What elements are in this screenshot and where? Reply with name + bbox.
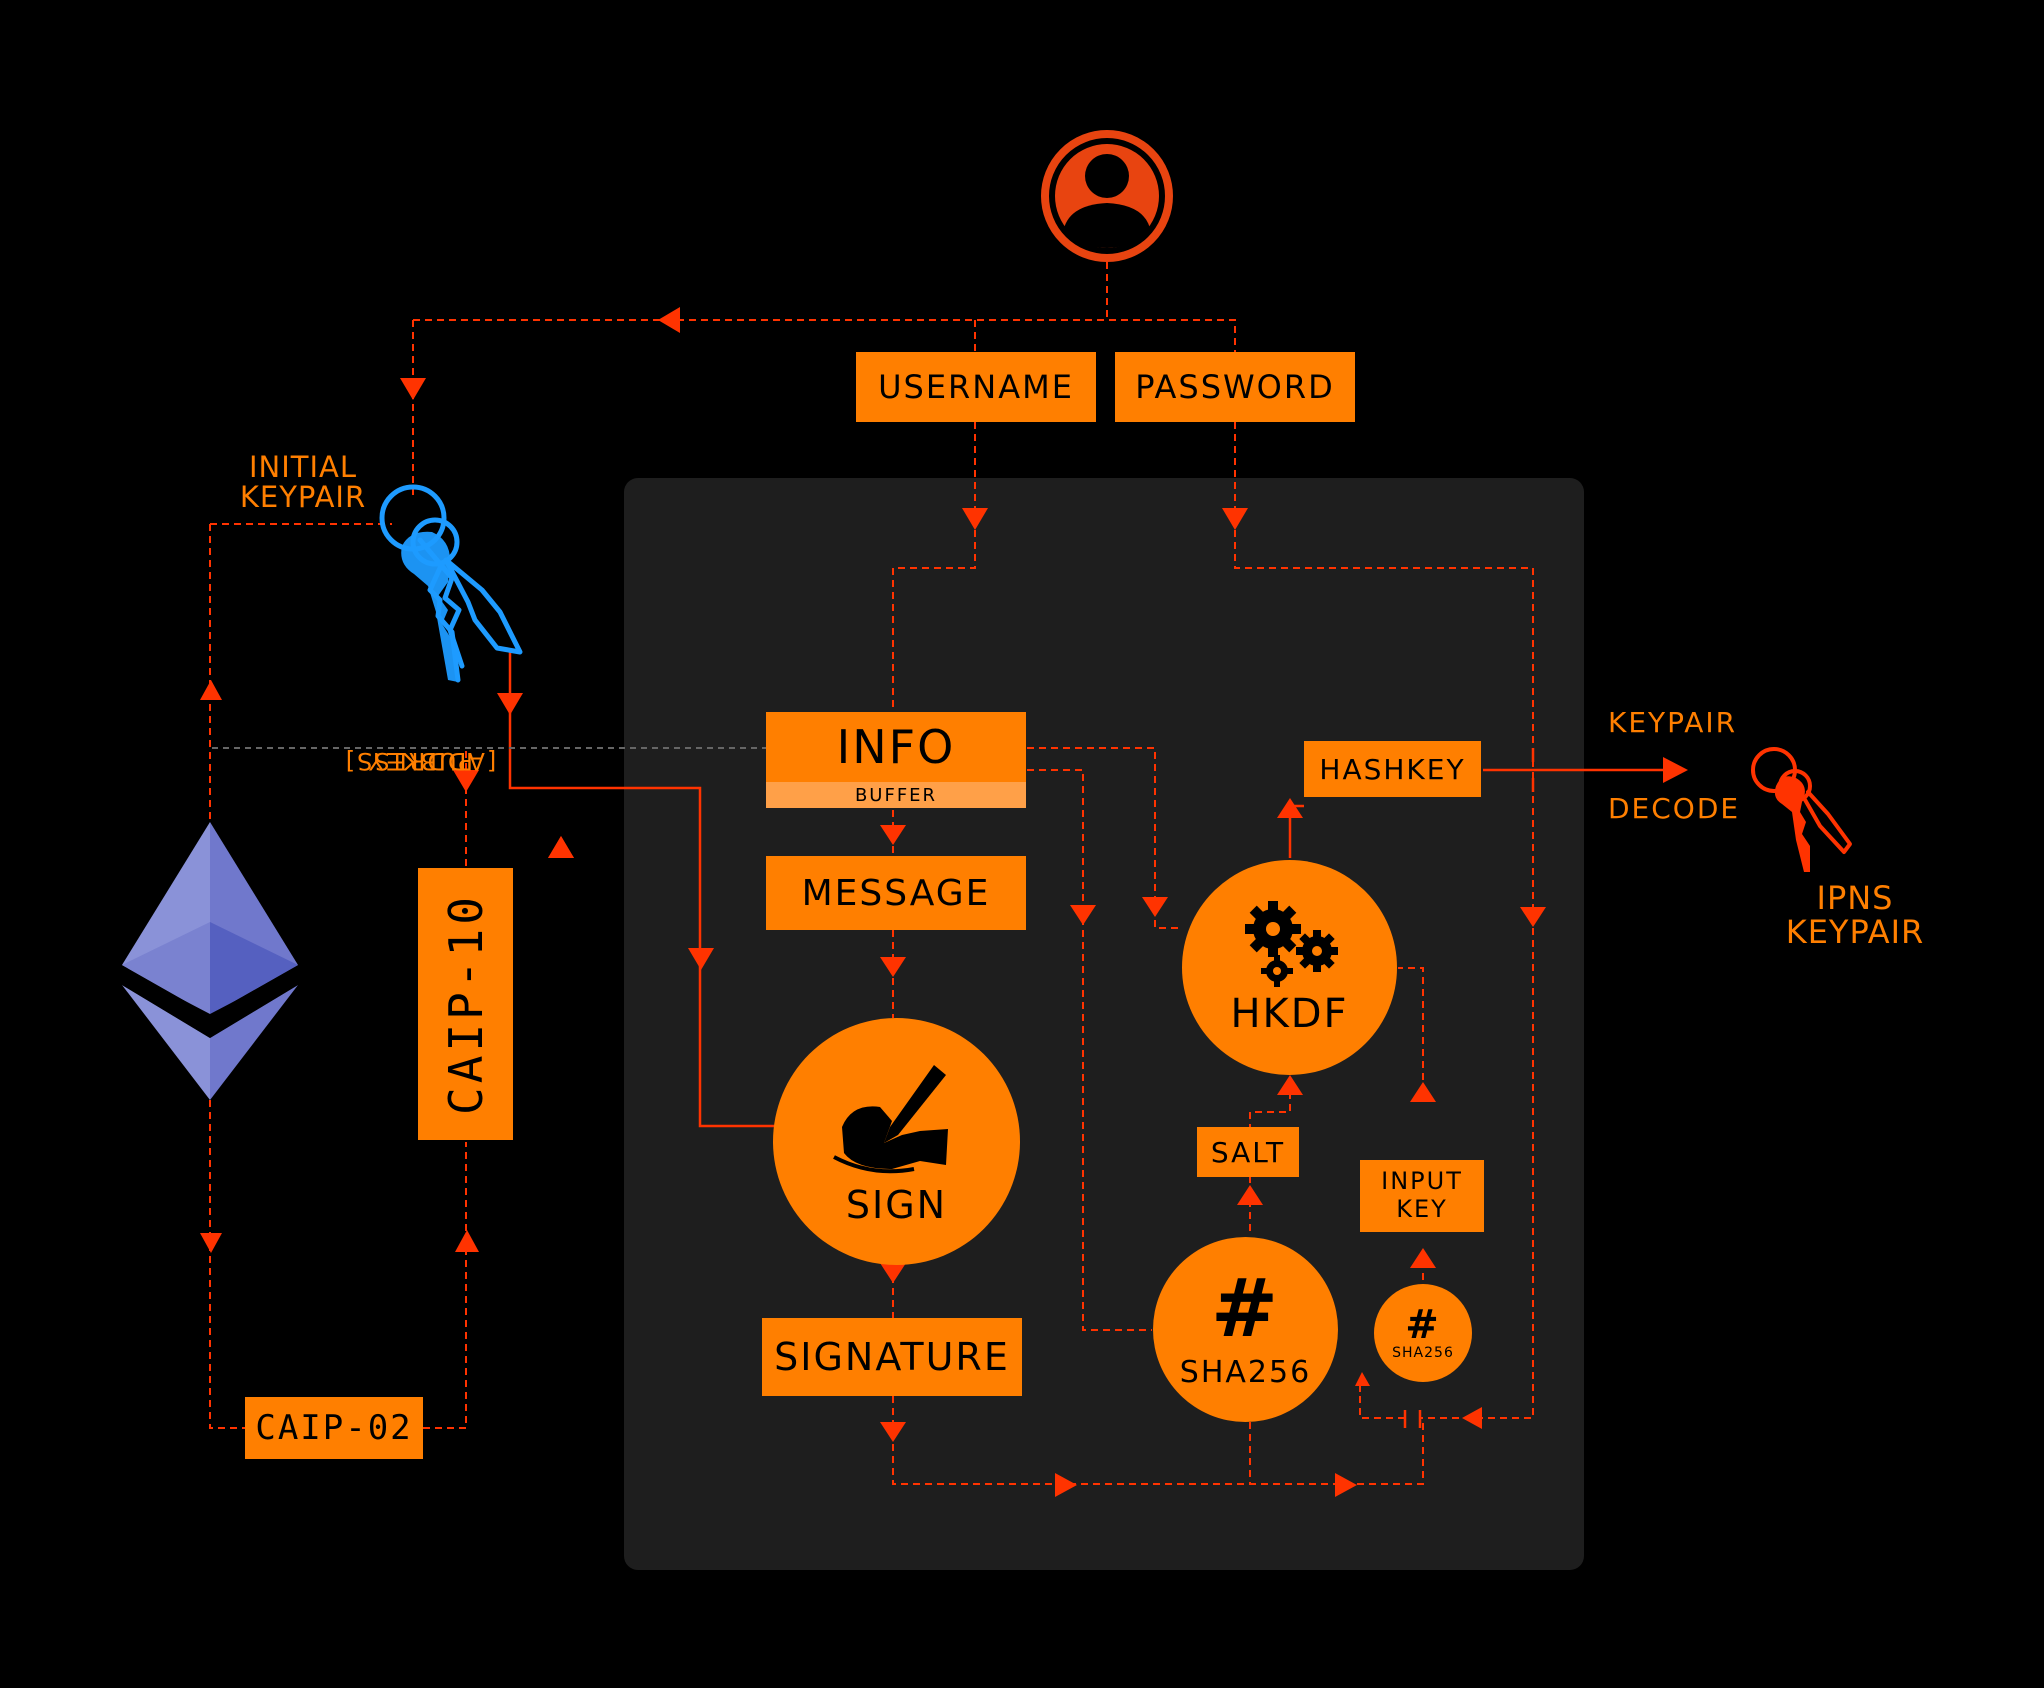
standalone-arrow	[548, 836, 574, 858]
input-key-line2: KEY	[1396, 1195, 1448, 1223]
ethereum-logo	[122, 822, 298, 1100]
hkdf-circle: HKDF	[1182, 860, 1397, 1075]
ipns-keypair-line2: KEYPAIR	[1785, 912, 1925, 951]
message-box: MESSAGE	[766, 856, 1026, 930]
hashkey-box: HASHKEY	[1304, 741, 1481, 797]
password-label: PASSWORD	[1135, 368, 1335, 406]
sha256-large-circle: # SHA256	[1153, 1237, 1338, 1422]
ipns-keypair-line1: IPNS	[1816, 879, 1894, 917]
caip-10-label: CAIP-10	[438, 893, 493, 1115]
signature-box: SIGNATURE	[762, 1318, 1022, 1396]
red-key-fill	[1774, 776, 1810, 872]
initial-keypair-line2: KEYPAIR	[239, 480, 367, 515]
keypair-label: KEYPAIR	[1608, 706, 1738, 739]
sign-circle: SIGN	[773, 1018, 1020, 1265]
gears-icon	[1244, 900, 1338, 987]
username-label: USERNAME	[878, 368, 1074, 406]
buffer-label: BUFFER	[854, 784, 938, 806]
input-key-box: INPUT KEY	[1360, 1160, 1484, 1232]
sha256-small-label: SHA256	[1392, 1345, 1454, 1361]
caip-02-box: CAIP-02	[245, 1397, 423, 1459]
sha256-small-circle: # SHA256	[1374, 1284, 1472, 1382]
initial-keypair-label: INITIAL KEYPAIR	[218, 452, 388, 513]
hashkey-label: HASHKEY	[1319, 752, 1466, 786]
signature-label: SIGNATURE	[774, 1335, 1010, 1379]
user-avatar-icon	[1041, 130, 1173, 262]
hash-large-symbol: #	[1210, 1262, 1281, 1355]
username-box: USERNAME	[856, 352, 1096, 422]
hand-signing-pen-icon	[832, 1064, 948, 1173]
sign-label: SIGN	[845, 1182, 948, 1227]
info-label: INFO	[836, 720, 956, 774]
message-label: MESSAGE	[801, 872, 991, 914]
input-key-line1: INPUT	[1381, 1167, 1463, 1196]
password-box: PASSWORD	[1115, 352, 1355, 422]
hash-small-symbol: #	[1405, 1302, 1441, 1348]
salt-box: SALT	[1197, 1127, 1299, 1177]
sha256-large-label: SHA256	[1179, 1355, 1312, 1390]
blue-key-fill	[401, 531, 458, 682]
buffer-box: BUFFER	[766, 782, 1026, 808]
pubkey-line2: [ADDRESS]	[343, 746, 497, 775]
solid-connector-lines	[508, 652, 1685, 1428]
ipns-keypair-label: IPNS KEYPAIR	[1780, 879, 1930, 951]
caip-02-label: CAIP-02	[255, 1408, 413, 1448]
initial-keypair-line1: INITIAL	[248, 450, 358, 484]
salt-label: SALT	[1210, 1135, 1286, 1169]
info-box: INFO	[766, 712, 1026, 782]
caip-10-box: CAIP-10	[418, 868, 513, 1140]
decode-label: DECODE	[1608, 792, 1741, 825]
hkdf-label: HKDF	[1230, 990, 1349, 1037]
